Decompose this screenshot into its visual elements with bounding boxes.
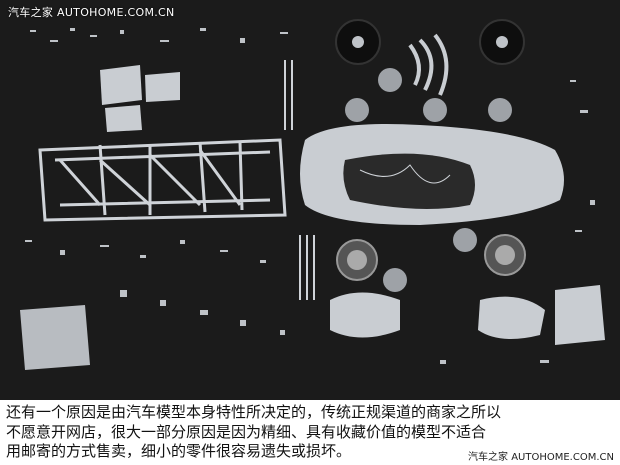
caption-text: 还有一个原因是由汽车模型本身特性所决定的，传统正规渠道的商家之所以 不愿意开网店…: [6, 403, 614, 463]
exhaust-pipes: [408, 33, 449, 96]
caption-line-1: 还有一个原因是由汽车模型本身特性所决定的，传统正规渠道的商家之所以: [6, 403, 502, 421]
small-parts: [25, 28, 595, 364]
rods: [284, 60, 315, 300]
watermark-bottom: 汽车之家 AUTOHOME.COM.CN: [468, 452, 614, 463]
caption-line-2: 不愿意开网店，很大一部分原因是因为精细、具有收藏价值的模型不适合: [6, 422, 487, 441]
body-panels: [20, 65, 605, 370]
photo-illustration: [20, 19, 605, 370]
chassis-frame: [38, 138, 287, 222]
car-body-shell: [300, 124, 564, 225]
watermark-top: 汽车之家 AUTOHOME.COM.CN: [8, 6, 175, 19]
model-kit-photo: 汽车之家 AUTOHOME.COM.CN: [0, 0, 620, 400]
wheels: [335, 19, 526, 292]
caption-line-3: 用邮寄的方式售卖，细小的零件很容易遗失或损坏。: [6, 442, 352, 460]
